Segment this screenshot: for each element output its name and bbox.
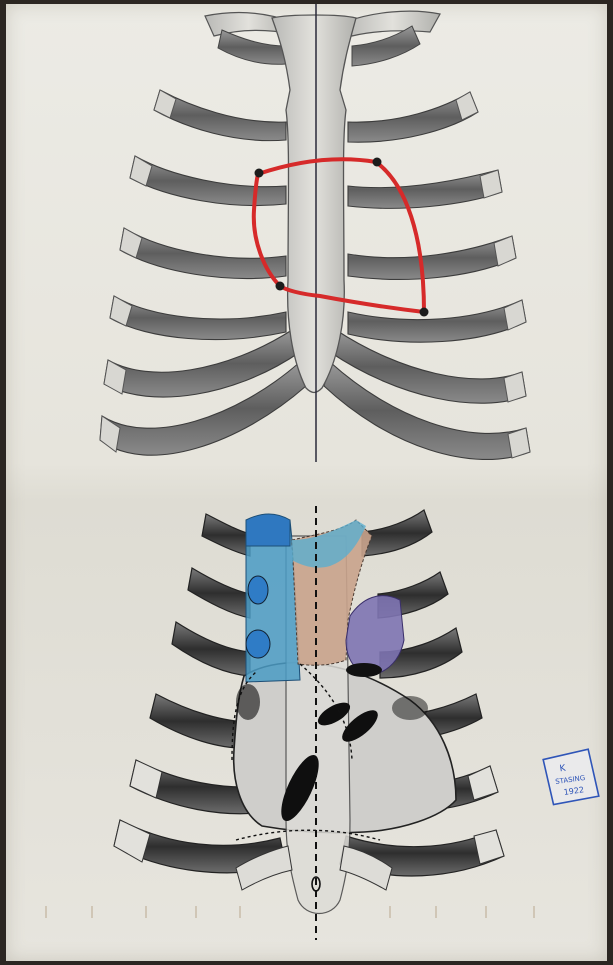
upper-left-ribs — [100, 90, 306, 455]
bottom-ticks — [46, 906, 534, 918]
upper-right-ribs — [324, 92, 530, 459]
lower-ribcage — [114, 506, 504, 940]
svc-cap — [246, 514, 290, 546]
ownership-stamp: K STASING 1922 — [543, 749, 599, 805]
upper-ribcage — [100, 4, 530, 462]
right-clavicle — [345, 11, 440, 36]
